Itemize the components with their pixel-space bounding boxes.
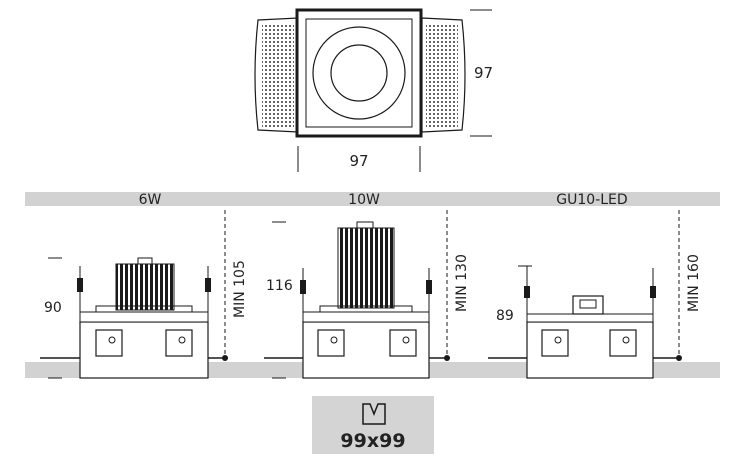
variant-3-height: 89 — [496, 308, 514, 324]
variant-2-wattage: 10W — [348, 192, 380, 208]
top-width-label: 97 — [349, 152, 368, 170]
variant-3-min-depth: MIN 160 — [686, 254, 702, 312]
top-view: 97 97 — [254, 8, 493, 172]
right-wing — [421, 17, 466, 133]
variant-1-wattage: 6W — [139, 192, 162, 208]
variant-2-height: 116 — [266, 278, 293, 294]
reflector-inner — [330, 44, 388, 102]
reflector-outer — [312, 26, 406, 120]
cutout-size: 99x99 — [340, 430, 405, 452]
variant-1-drawing — [40, 210, 228, 379]
variant-2-min-depth: MIN 130 — [454, 254, 470, 312]
cutout-icon — [362, 403, 386, 425]
cutout-badge: 99x99 — [312, 396, 434, 454]
variant-1-height: 90 — [44, 300, 62, 316]
variant-3-wattage: GU10-LED — [556, 192, 627, 208]
left-wing — [254, 17, 299, 133]
variant-1-min-depth: MIN 105 — [232, 260, 248, 318]
variant-2-drawing — [264, 210, 450, 379]
top-height-label: 97 — [474, 64, 493, 82]
frame-inner — [305, 18, 413, 128]
ceiling-band-top — [25, 192, 720, 206]
variant-3-drawing — [488, 210, 682, 379]
frame-outer — [295, 8, 423, 138]
